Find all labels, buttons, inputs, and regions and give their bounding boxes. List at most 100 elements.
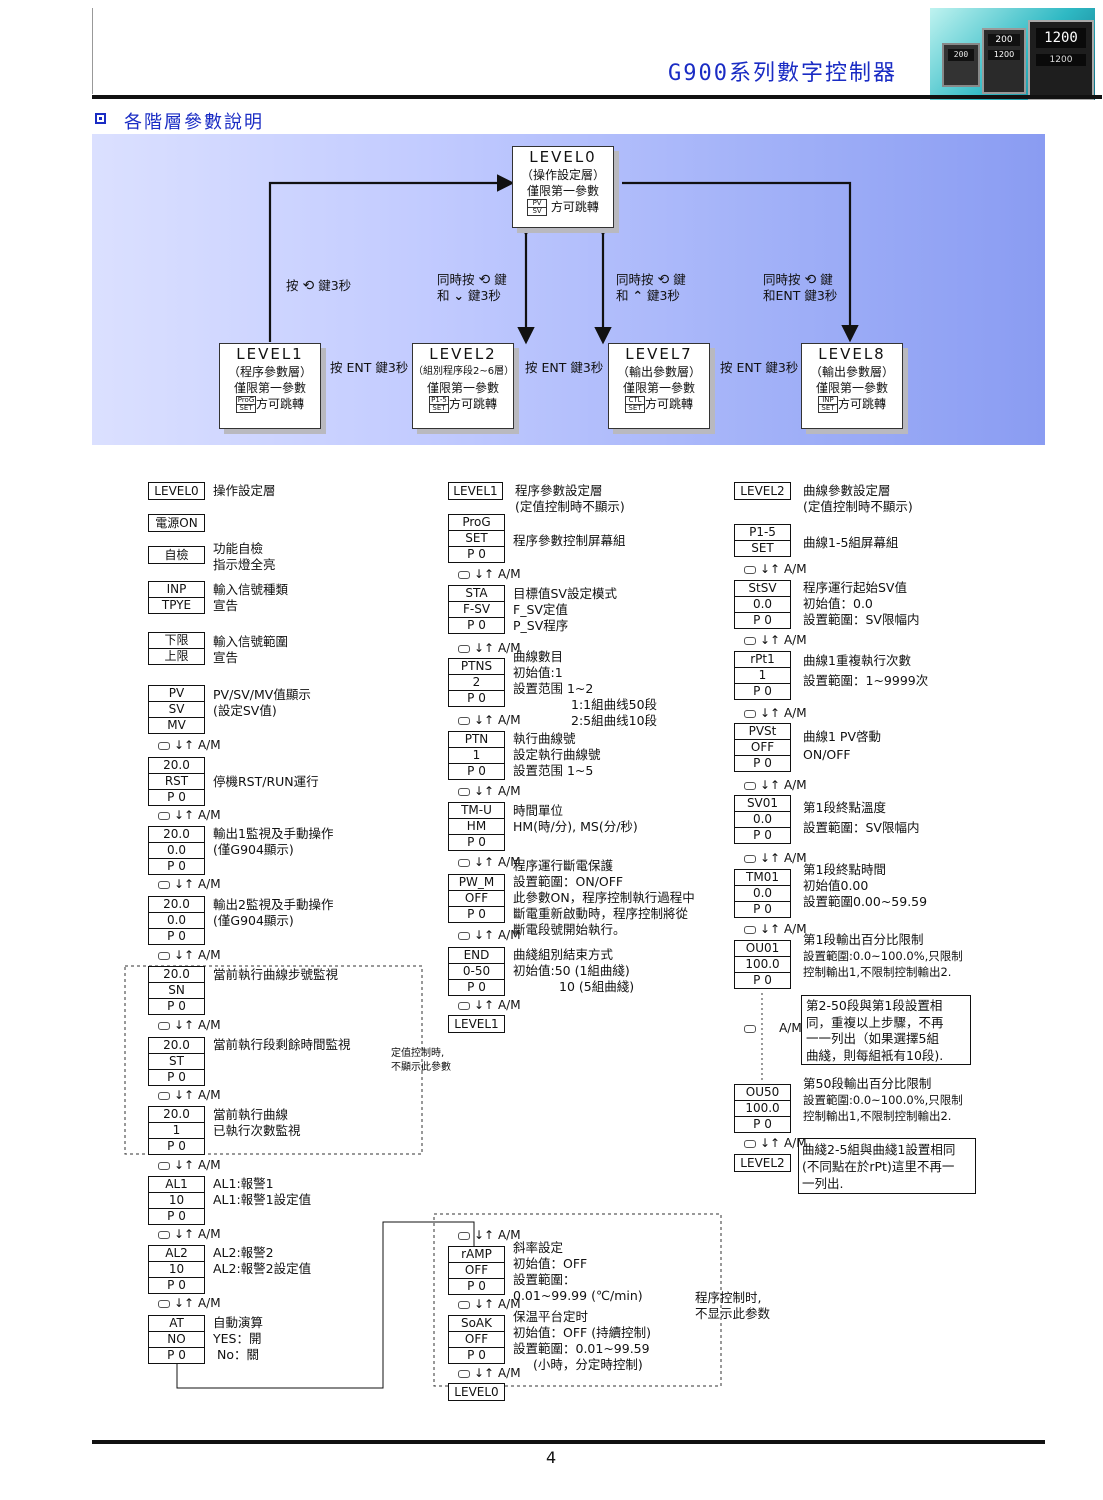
st-desc: 當前執行段剩餘時間監視	[213, 1037, 351, 1052]
rst-desc: 停機RST/RUN運行	[213, 774, 319, 789]
cycle-key-icon	[458, 570, 470, 579]
cycle-key-icon	[744, 636, 756, 645]
selfcheck-desc: 功能自檢指示燈全亮	[213, 541, 276, 572]
level2-name: LEVEL2	[429, 345, 497, 363]
level1-jump: 方可跳轉	[255, 397, 304, 411]
am-key: A/M	[744, 1021, 802, 1035]
am-key: ↓↑ A/M	[158, 1018, 221, 1032]
col2-level1-desc: 程序參數設定層(定值控制時不顯示)	[515, 483, 625, 514]
cycle-key-icon	[744, 565, 756, 574]
level2-note: 僅限第一參數	[426, 381, 499, 395]
am-key: ↓↑ A/M	[458, 641, 521, 655]
level7-desc: （輸出參數層）	[616, 365, 701, 379]
cycle-icon: ⟲	[657, 272, 670, 288]
cycle-key-icon	[744, 781, 756, 790]
cycle-key-icon	[158, 951, 170, 960]
col2-level1: LEVEL1	[448, 482, 503, 500]
am-key: ↓↑ A/M	[158, 948, 221, 962]
cycle-key-icon	[458, 644, 470, 653]
out2-desc: 輸出2監視及手動操作(僅G904顯示)	[213, 897, 334, 928]
arrow-c-label: 同時按 ⟲ 鍵和 ⌃ 鍵3秒	[616, 272, 686, 303]
footer-rule	[92, 1440, 1045, 1444]
level-diagram-arrows	[268, 174, 859, 345]
up-chevron-icon: ⌃	[632, 288, 643, 303]
am-key: ↓↑ A/M	[458, 928, 521, 942]
col1-note: 定值控制時,不顯示此參數	[391, 1048, 451, 1073]
am-key: ↓↑ A/M	[158, 1296, 221, 1310]
level0-name: LEVEL0	[529, 148, 597, 166]
curve-repeat-note-box: 曲綫2-5組與曲綫1設置相同(不同點在於rPt)這里不再一一列出.	[798, 1138, 976, 1194]
level2-jump: 方可跳轉	[448, 397, 497, 411]
level7-note: 僅限第一參數	[622, 381, 695, 395]
cycle-key-icon	[458, 1369, 470, 1378]
cycle-key-icon	[158, 880, 170, 889]
col3-level2: LEVEL2	[734, 482, 791, 500]
level1-note: 僅限第一參數	[233, 381, 306, 395]
power-on-box: 電源ON	[148, 514, 205, 532]
col3-level2-end: LEVEL2	[734, 1154, 791, 1172]
ent-label-2: 按 ENT 鍵3秒	[525, 360, 604, 375]
ptn-desc: 執行曲線號設定執行曲線號設置范围 1~5	[513, 731, 601, 778]
cycle-key-icon	[744, 925, 756, 934]
am-key: ↓↑ A/M	[158, 1088, 221, 1102]
cycle-key-icon	[158, 1299, 170, 1308]
cycle-key-icon	[744, 709, 756, 718]
col3-level2-desc: 曲線參數設定層(定值控制時不顯示)	[803, 483, 913, 514]
cycle-key-icon	[458, 1231, 470, 1240]
level7-name: LEVEL7	[625, 345, 693, 363]
ou01-desc: 第1段輸出百分比限制設置範圍:0.0~100.0%,只限制控制輸出1,不限制控制…	[803, 932, 963, 979]
cycle-key-icon	[158, 1230, 170, 1239]
am-key: ↓↑ A/M	[458, 998, 521, 1012]
am-key: ↓↑ A/M	[458, 855, 521, 869]
selfcheck-box: 自檢	[148, 546, 205, 564]
cycle-icon: ⟲	[302, 278, 315, 294]
level0-jump: 方可跳轉	[550, 200, 599, 214]
am-key: ↓↑ A/M	[744, 851, 807, 865]
prog-desc: 程序參數控制屏幕組	[513, 533, 626, 548]
am-key: ↓↑ A/M	[458, 1228, 521, 1242]
end-desc: 曲綫組別結束方式初始值:50 (1組曲綫)10 (5組曲綫)	[513, 947, 635, 994]
am-key: ↓↑ A/M	[158, 1158, 221, 1172]
cycle-key-icon	[458, 858, 470, 867]
col2-level0-end: LEVEL0	[448, 1383, 505, 1401]
col1-level0-desc: 操作設定層	[213, 483, 276, 498]
cycle-key-icon	[744, 1139, 756, 1148]
cycle-key-icon	[744, 1024, 756, 1033]
level2-desc: （組別程序段2~6層）	[413, 366, 515, 377]
am-key: ↓↑ A/M	[744, 562, 807, 576]
level1-name: LEVEL1	[236, 345, 304, 363]
inp-desc: 輸入信號種類宣告	[213, 582, 289, 613]
header-product-photo: 200 200 1200 1200 1200	[930, 8, 1095, 100]
level8-desc: （輸出參數層）	[809, 365, 894, 379]
page-number: 4	[546, 1448, 557, 1467]
repeat-note-box: 第2-50段與第1段設置相同，重複以上步驟，不再一一列出（如果選擇5組曲綫，則每…	[801, 995, 971, 1065]
cycle-key-icon	[458, 931, 470, 940]
am-key: ↓↑ A/M	[158, 738, 221, 752]
level0-note: 僅限第一參數	[526, 184, 599, 198]
p15-desc: 曲線1-5組屏幕組	[803, 535, 899, 550]
